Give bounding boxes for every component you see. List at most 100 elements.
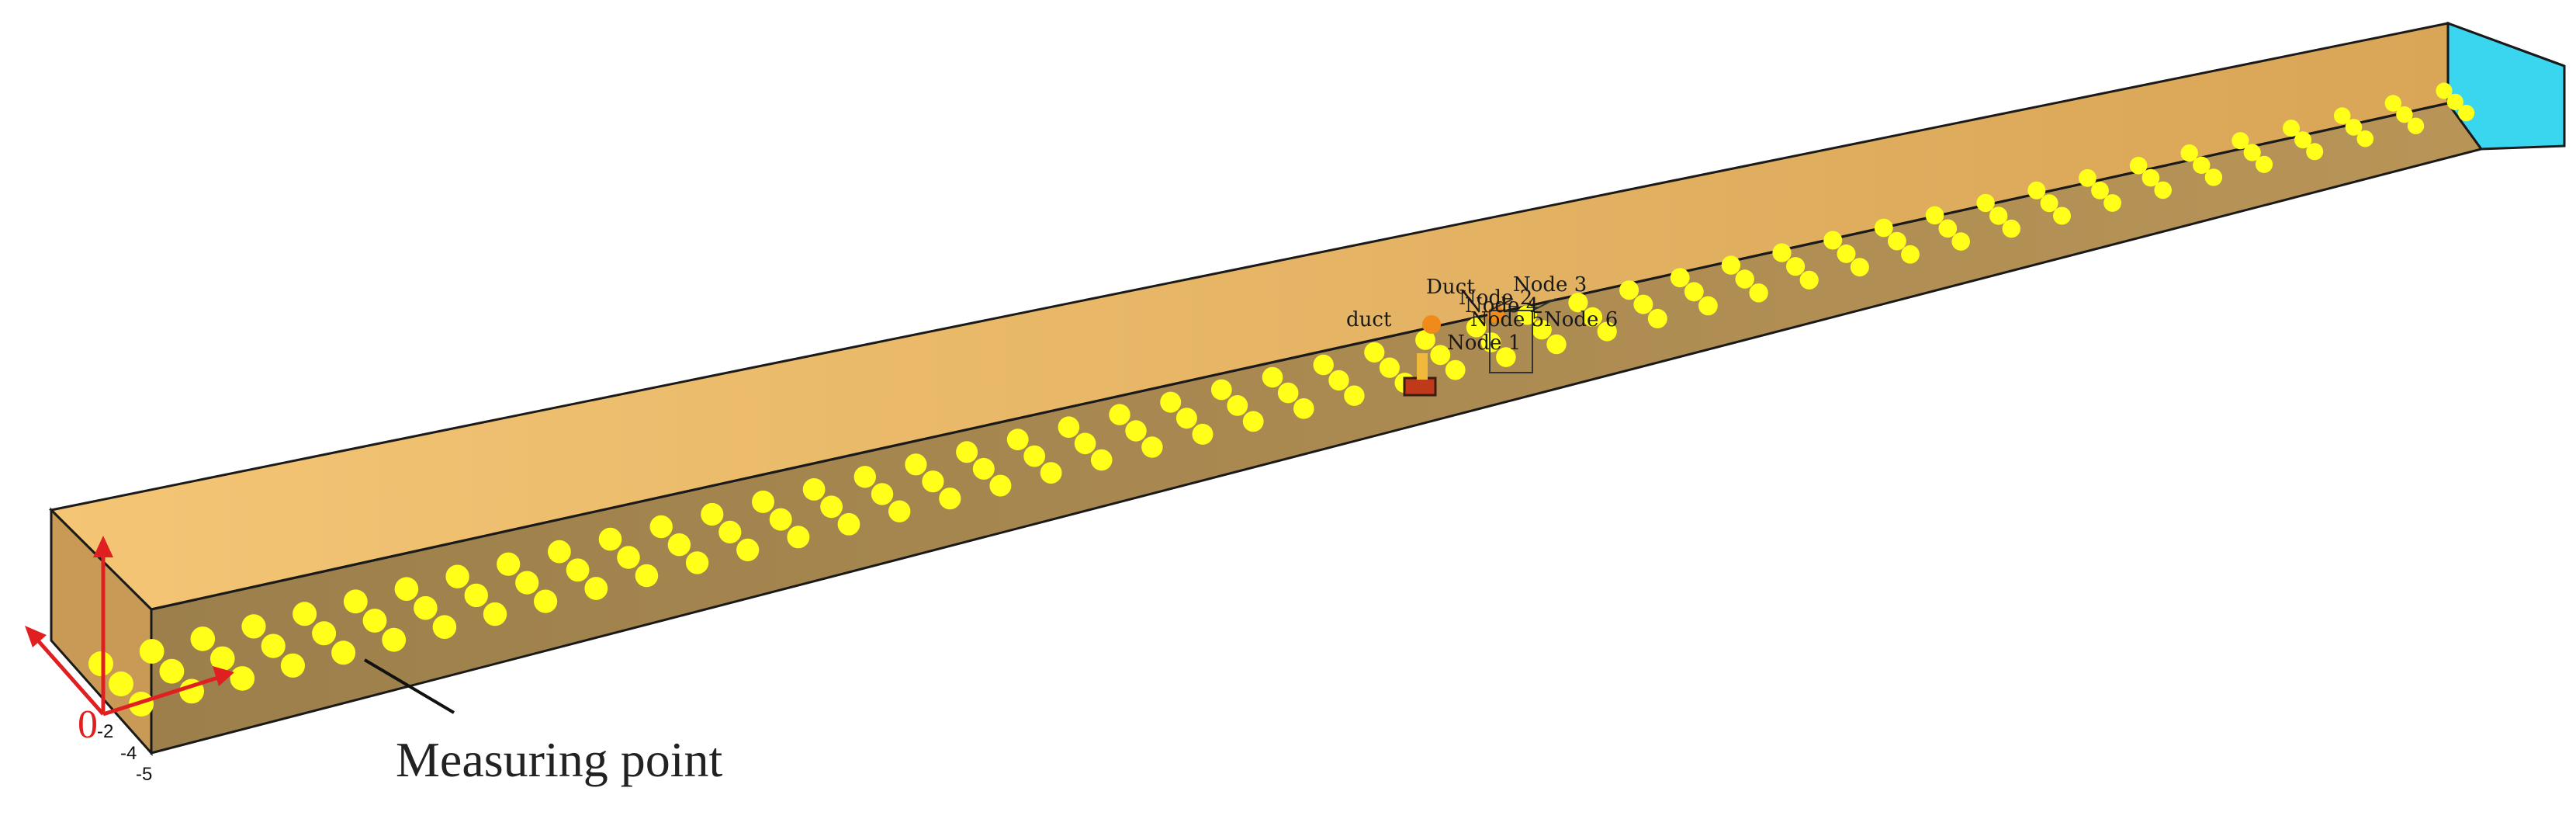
measuring-point <box>939 488 961 510</box>
measuring-point <box>139 639 164 664</box>
measuring-point <box>1925 206 1944 225</box>
measuring-point <box>394 577 419 601</box>
measuring-point <box>1786 257 1806 276</box>
measuring-point <box>1040 462 1062 484</box>
fire-source <box>1403 298 1556 397</box>
measuring-point <box>1850 258 1869 277</box>
measuring-point <box>2458 105 2475 122</box>
measuring-point <box>2283 120 2300 137</box>
measuring-point <box>1415 330 1435 350</box>
measuring-point <box>1837 244 1856 263</box>
measuring-point <box>1546 334 1567 355</box>
measuring-point <box>261 633 286 658</box>
measuring-point <box>566 558 590 582</box>
measuring-point <box>1262 366 1283 388</box>
measuring-point <box>1568 293 1588 313</box>
measuring-point <box>1633 294 1653 314</box>
measuring-point <box>888 500 911 522</box>
measuring-point <box>483 602 507 626</box>
measuring-point <box>2193 156 2211 174</box>
measuring-point <box>464 583 488 608</box>
measuring-point <box>1090 449 1113 471</box>
measuring-point <box>853 466 877 488</box>
measuring-point <box>109 672 133 696</box>
measuring-point <box>1466 318 1487 338</box>
measuring-point <box>2294 131 2312 149</box>
measuring-point <box>2091 182 2109 200</box>
measuring-point <box>2053 206 2071 225</box>
measuring-point <box>1160 391 1182 413</box>
measuring-point <box>1582 307 1603 327</box>
measuring-point <box>241 614 266 639</box>
measuring-point <box>2446 93 2463 110</box>
measuring-point <box>534 589 558 613</box>
measuring-point-caption: Measuring point <box>396 732 723 787</box>
node-label: Node 5 <box>1470 308 1544 331</box>
measuring-point <box>159 658 185 684</box>
duct-back-wall <box>48 22 2450 611</box>
measuring-point <box>280 653 305 678</box>
measuring-point <box>1698 296 1718 316</box>
measuring-point <box>1445 359 1466 380</box>
measuring-point <box>515 571 539 595</box>
measuring-point <box>2141 168 2160 187</box>
measuring-point <box>736 538 760 562</box>
measuring-point <box>1874 218 1893 238</box>
measuring-point <box>382 627 407 652</box>
measuring-points <box>88 82 2475 717</box>
measuring-point <box>905 453 927 476</box>
measuring-point <box>685 551 709 574</box>
node-label: Node 4 <box>1465 294 1539 318</box>
measuring-point <box>2204 168 2223 186</box>
measuring-point <box>2384 95 2401 112</box>
measuring-point <box>802 478 826 501</box>
measuring-point <box>1006 429 1029 451</box>
measuring-point <box>2002 219 2020 238</box>
measuring-point <box>1799 270 1819 290</box>
measuring-point <box>1684 282 1704 302</box>
measuring-point <box>2396 106 2413 123</box>
measuring-point <box>769 508 792 531</box>
measuring-point <box>1735 269 1754 289</box>
measuring-point <box>1951 232 1970 251</box>
measuring-point <box>752 490 774 513</box>
measuring-point <box>1058 416 1080 438</box>
measuring-point <box>584 577 608 600</box>
measuring-point <box>1670 268 1690 288</box>
measuring-point <box>1379 357 1400 378</box>
measuring-point <box>1938 219 1958 238</box>
measuring-point <box>293 602 317 626</box>
measuring-point <box>1210 379 1232 401</box>
measuring-point <box>2306 143 2324 161</box>
measuring-point <box>2129 157 2148 175</box>
measuring-point <box>343 589 368 614</box>
measuring-point <box>1175 408 1197 429</box>
measuring-point <box>1976 193 1995 213</box>
origin-label: 0 <box>78 703 98 747</box>
node-label: Node 6 <box>1544 308 1618 331</box>
measuring-point <box>837 512 860 536</box>
measuring-point <box>820 495 843 519</box>
measuring-point <box>1823 231 1843 250</box>
measuring-point <box>331 640 356 665</box>
measuring-point <box>1430 345 1451 366</box>
measuring-point <box>1109 404 1130 425</box>
measuring-point <box>1888 231 1906 251</box>
measuring-point <box>2243 144 2261 161</box>
measuring-point <box>1619 280 1639 300</box>
measuring-point <box>1597 321 1617 342</box>
measuring-point <box>2436 82 2453 99</box>
node-label: Node 2 <box>1459 286 1532 310</box>
measuring-point <box>1227 395 1248 416</box>
measuring-point <box>1293 398 1314 419</box>
measuring-point <box>1277 382 1299 404</box>
measuring-point <box>2333 107 2351 124</box>
measuring-point <box>2407 117 2425 134</box>
measuring-point <box>432 615 457 639</box>
measuring-point <box>1313 354 1334 376</box>
measuring-point <box>649 515 673 539</box>
measuring-point <box>1496 347 1516 367</box>
measuring-point <box>922 470 944 493</box>
measuring-point <box>2027 181 2046 200</box>
